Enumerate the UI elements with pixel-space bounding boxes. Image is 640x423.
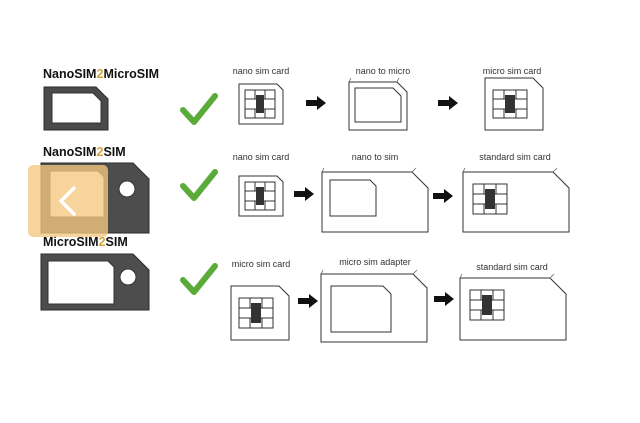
- check-icon: [180, 93, 218, 125]
- caption: nano sim card: [232, 66, 290, 76]
- micro-sim-card-image: [484, 77, 544, 131]
- standard-sim-card-image: [462, 167, 570, 233]
- row2-title: NanoSIM2SIM: [43, 145, 126, 159]
- nano-sim-card-image: [238, 83, 284, 125]
- caption: micro sim adapter: [339, 257, 411, 267]
- arrow-right-icon: [306, 96, 326, 110]
- arrow-right-icon: [294, 187, 314, 201]
- arrow-right-icon: [433, 189, 453, 203]
- caption: nano to micro: [355, 66, 411, 76]
- caption: micro sim card: [482, 66, 542, 76]
- back-button[interactable]: [28, 165, 108, 237]
- micro-sim-card-image: [230, 285, 290, 341]
- arrow-right-icon: [438, 96, 458, 110]
- micro-sim-adapter-outline-image: [320, 269, 428, 343]
- check-icon: [180, 263, 218, 295]
- row1-title: NanoSIM2MicroSIM: [43, 67, 159, 81]
- nano-to-micro-adapter-image: [43, 86, 109, 131]
- micro-to-sim-adapter-image: [40, 253, 150, 311]
- caption: standard sim card: [476, 262, 548, 272]
- chevron-left-icon: [59, 186, 76, 216]
- nano-sim-card-image: [238, 175, 284, 217]
- arrow-right-icon: [298, 294, 318, 308]
- check-icon: [180, 169, 218, 201]
- standard-sim-card-image: [459, 273, 567, 341]
- nano-to-sim-outline-image: [321, 167, 429, 233]
- caption: nano sim card: [232, 152, 290, 162]
- caption: nano to sim: [351, 152, 399, 162]
- caption: micro sim card: [231, 259, 291, 269]
- arrow-right-icon: [434, 292, 454, 306]
- caption: standard sim card: [479, 152, 551, 162]
- row3-title: MicroSIM2SIM: [43, 235, 128, 249]
- nano-to-micro-outline-image: [348, 77, 408, 131]
